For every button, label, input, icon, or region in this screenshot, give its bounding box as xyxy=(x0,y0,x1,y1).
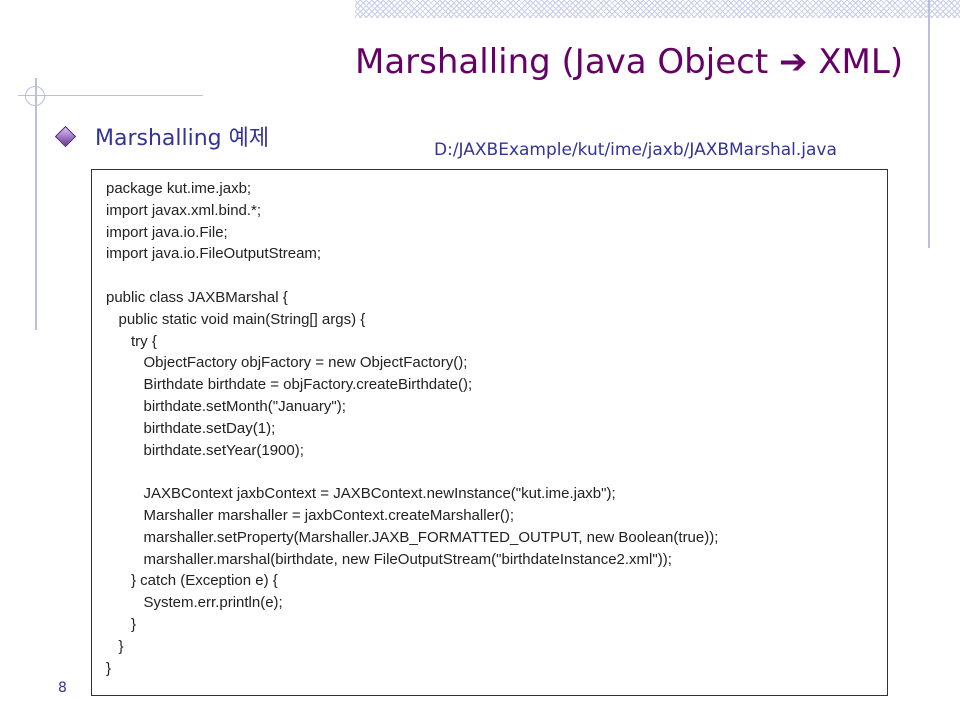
code-line: import javax.xml.bind.*; xyxy=(106,201,262,219)
code-line: System.err.println(e); xyxy=(106,594,283,612)
decorative-vertical-line xyxy=(928,0,930,248)
code-line: birthdate.setDay(1); xyxy=(106,419,276,437)
code-line: Birthdate birthdate = objFactory.createB… xyxy=(106,376,473,394)
bullet-text: Marshalling 예제 xyxy=(95,126,270,151)
code-line: try { xyxy=(106,332,157,350)
code-line: } xyxy=(106,659,112,677)
code-line: birthdate.setYear(1900); xyxy=(106,441,304,459)
diamond-bullet-icon xyxy=(54,125,77,147)
code-box: package kut.ime.jaxb; import javax.xml.bi… xyxy=(91,169,888,696)
code-line xyxy=(106,265,718,287)
code-line: Marshaller marshaller = jaxbContext.crea… xyxy=(106,506,515,524)
decorative-horizontal-line xyxy=(18,95,203,96)
code-line: birthdate.setMonth("January"); xyxy=(106,397,346,415)
decorative-vertical-line xyxy=(35,78,37,330)
code-line: import java.io.File; xyxy=(106,223,228,241)
bullet-item: Marshalling 예제 xyxy=(54,120,270,152)
code-line: ObjectFactory objFactory = new ObjectFac… xyxy=(106,354,468,372)
code-line: marshaller.marshal(birthdate, new FileOu… xyxy=(106,550,672,568)
code-line: marshaller.setProperty(Marshaller.JAXB_F… xyxy=(106,528,719,546)
code-line: } catch (Exception e) { xyxy=(106,572,278,590)
slide-title: Marshalling (Java Object ➔ XML) xyxy=(355,42,904,82)
code-line xyxy=(106,461,718,483)
code-line: package kut.ime.jaxb; xyxy=(106,180,252,197)
code-line: } xyxy=(106,615,137,633)
decorative-pattern-band xyxy=(355,0,960,18)
code-line: public static void main(String[] args) { xyxy=(106,310,366,328)
code-line: public class JAXBMarshal { xyxy=(106,288,288,306)
decorative-circle xyxy=(25,86,45,106)
code-line: JAXBContext jaxbContext = JAXBContext.ne… xyxy=(106,485,616,503)
code-listing: package kut.ime.jaxb; import javax.xml.bi… xyxy=(106,178,718,679)
file-path: D:/JAXBExample/kut/ime/jaxb/JAXBMarshal.… xyxy=(434,140,837,160)
page-number: 8 xyxy=(58,680,67,696)
code-line: } xyxy=(106,637,124,655)
code-line: import java.io.FileOutputStream; xyxy=(106,245,322,263)
